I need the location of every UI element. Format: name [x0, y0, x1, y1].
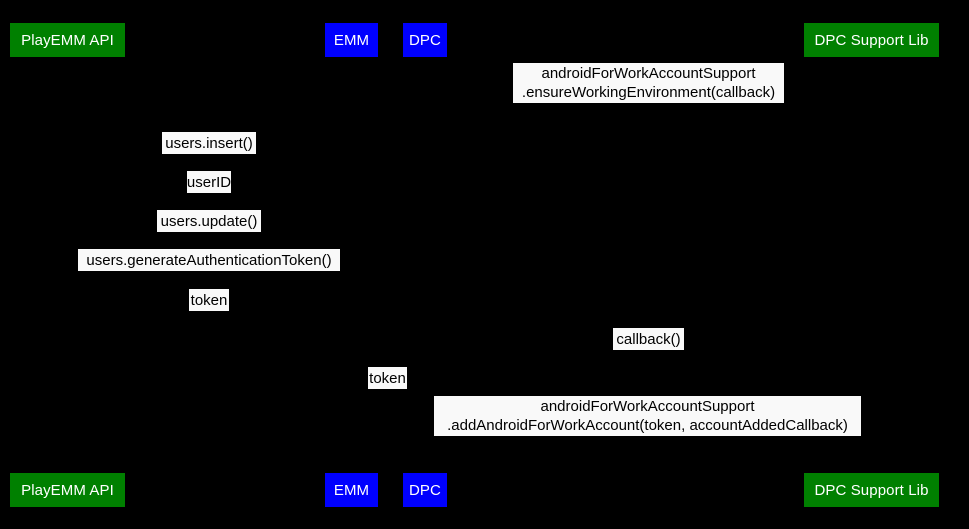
- participant-emm-bottom[interactable]: EMM: [325, 473, 378, 507]
- message-line-1: androidForWorkAccountSupport: [540, 398, 755, 415]
- message-token-to-dpc: token: [368, 367, 407, 389]
- message-add-android-for-work-account: androidForWorkAccountSupport .addAndroid…: [434, 396, 861, 436]
- message-user-id: userID: [187, 171, 231, 193]
- participant-label: PlayEMM API: [21, 31, 114, 49]
- participant-dpc-bottom[interactable]: DPC: [403, 473, 447, 507]
- participant-playemm-api-bottom[interactable]: PlayEMM API: [10, 473, 125, 507]
- message-line-1: token: [190, 291, 228, 309]
- message-line-1: users.generateAuthenticationToken(): [86, 251, 332, 269]
- message-generate-authentication-token: users.generateAuthenticationToken(): [78, 249, 340, 271]
- participant-label: EMM: [333, 31, 370, 49]
- participant-dpc-support-lib-bottom[interactable]: DPC Support Lib: [804, 473, 939, 507]
- participant-label: DPC: [409, 481, 441, 499]
- message-line-1: callback(): [616, 330, 681, 348]
- message-line-1: userID: [186, 173, 232, 191]
- message-callback: callback(): [613, 328, 684, 350]
- participant-dpc-top[interactable]: DPC: [403, 23, 447, 57]
- message-line-1: users.insert(): [165, 134, 253, 152]
- participant-label: PlayEMM API: [21, 481, 114, 499]
- participant-playemm-api-top[interactable]: PlayEMM API: [10, 23, 125, 57]
- message-line-2: .addAndroidForWorkAccount(token, account…: [447, 417, 848, 434]
- message-users-update: users.update(): [157, 210, 261, 232]
- message-line-2: .ensureWorkingEnvironment(callback): [521, 84, 776, 101]
- message-line-1: users.update(): [160, 212, 258, 230]
- message-line-1: token: [369, 369, 406, 387]
- message-line-1: androidForWorkAccountSupport: [541, 65, 756, 82]
- participant-label: EMM: [333, 481, 370, 499]
- participant-label: DPC Support Lib: [814, 31, 929, 49]
- message-users-insert: users.insert(): [162, 132, 256, 154]
- participant-emm-top[interactable]: EMM: [325, 23, 378, 57]
- participant-label: DPC Support Lib: [814, 481, 929, 499]
- participant-dpc-support-lib-top[interactable]: DPC Support Lib: [804, 23, 939, 57]
- message-token-to-emm: token: [189, 289, 229, 311]
- participant-label: DPC: [409, 31, 441, 49]
- message-ensure-working-environment: androidForWorkAccountSupport .ensureWork…: [513, 63, 784, 103]
